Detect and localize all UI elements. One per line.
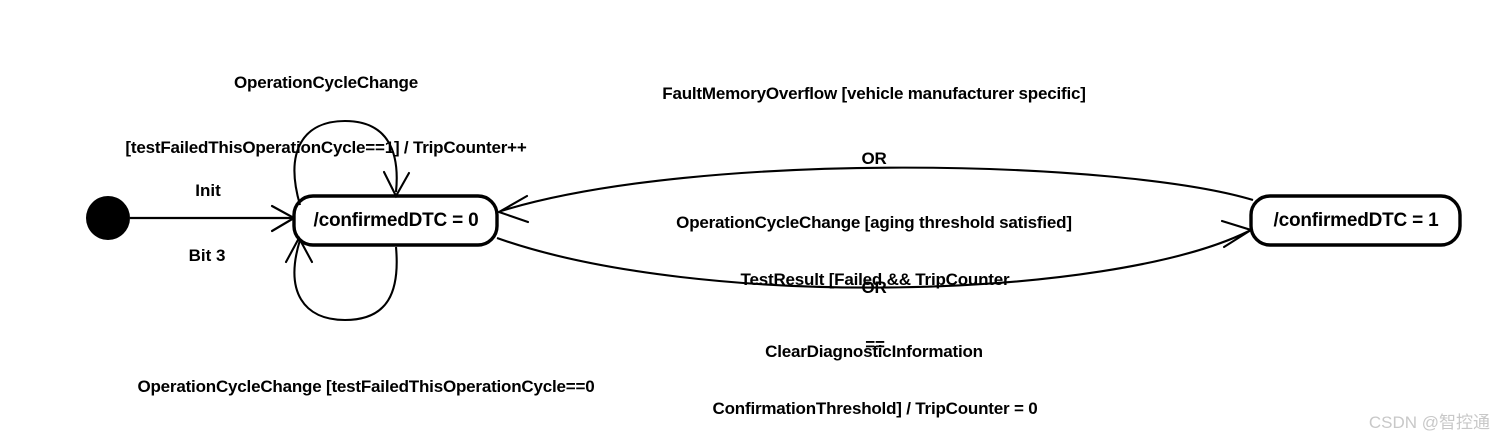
transition-label-self-loop-top: OperationCycleChange [testFailedThisOper… [125, 29, 526, 201]
state-label-confirmed-1: /confirmedDTC = 1 [1273, 210, 1439, 231]
state-label-confirmed-0: /confirmedDTC = 0 [313, 210, 479, 231]
confirm-0-to-1-line-3: ConfirmationThreshold] / TripCounter = 0 [712, 399, 1038, 418]
self-loop-bottom-line-1: OperationCycleChange [testFailedThisOper… [137, 377, 595, 396]
confirm-0-to-1-line-1: TestResult [Failed && TripCounter [740, 270, 1010, 289]
transition-curve-0-to-1 [496, 230, 1250, 289]
self-loop-bottom-line-2: && [131, 441, 601, 443]
state-box-confirmed-1 [1249, 194, 1462, 247]
initial-state-dot [86, 196, 130, 240]
self-loop-top-arrowhead-icon [382, 170, 411, 199]
confirm-1-to-0-line-3: OperationCycleChange [aging threshold sa… [676, 213, 1072, 232]
transition-label-1-to-0: FaultMemoryOverflow [vehicle manufacture… [662, 40, 1086, 406]
transition-curve-1-to-0 [500, 166, 1254, 213]
transition-label-bit3: Bit 3 [188, 246, 226, 265]
transition-label-self-loop-bottom: OperationCycleChange [testFailedThisOper… [131, 333, 601, 443]
confirm-1-to-0-line-4: OR [861, 277, 887, 297]
confirm-1-to-0-line-1: FaultMemoryOverflow [vehicle manufacture… [662, 84, 1086, 103]
confirm-1-to-0-line-5: ClearDiagnosticInformation [765, 342, 983, 361]
transition-1-to-0-arrowhead-icon [496, 194, 530, 224]
transition-label-0-to-1: TestResult [Failed && TripCounter == Con… [713, 226, 1038, 443]
csdn-watermark: CSDN @智控通 [1368, 413, 1490, 432]
self-loop-bottom-arrowhead-icon [284, 235, 314, 264]
confirm-0-to-1-line-2: == [865, 334, 885, 354]
transition-label-init: Init [195, 181, 221, 200]
confirm-1-to-0-line-2: OR [861, 148, 887, 168]
self-loop-top-line-2: [testFailedThisOperationCycle==1] / Trip… [125, 137, 527, 157]
self-loop-top-line-1: OperationCycleChange [233, 73, 418, 92]
self-loop-top-curve [293, 119, 398, 206]
transition-0-to-1-arrowhead-icon [1220, 219, 1254, 249]
self-loop-bottom-curve [293, 239, 398, 322]
